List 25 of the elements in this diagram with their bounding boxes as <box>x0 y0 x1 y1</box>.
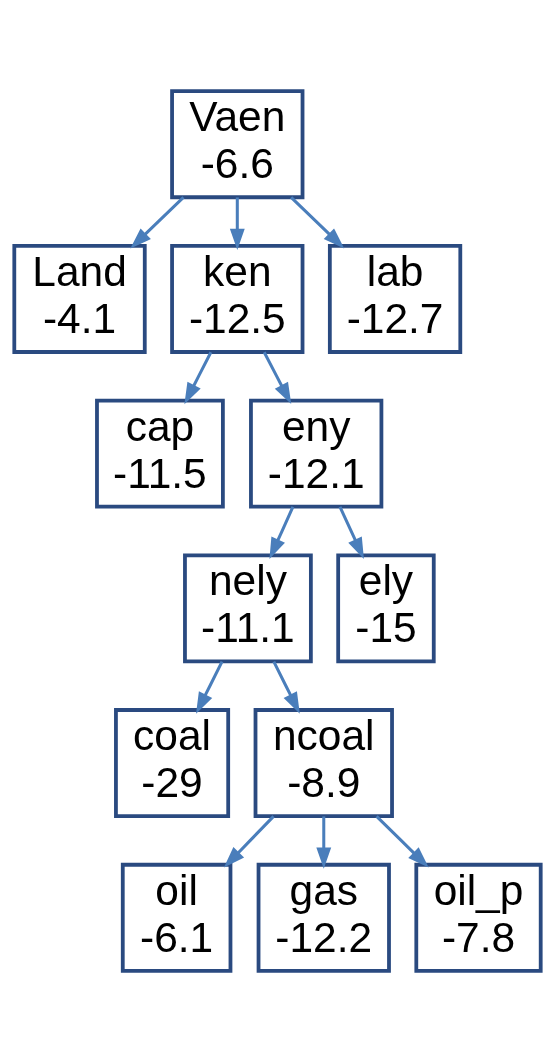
node-box: coal -29 <box>114 708 231 819</box>
arrow <box>375 815 429 868</box>
node-box: nely -11.1 <box>183 553 313 664</box>
arrow <box>262 351 292 405</box>
node-box: Vaen -6.6 <box>170 89 305 200</box>
arrow <box>290 196 345 249</box>
node-box: lab -12.7 <box>327 243 463 354</box>
node-box: gas -12.2 <box>256 862 391 973</box>
arrow <box>269 506 295 559</box>
node-box: ken -12.5 <box>170 243 305 354</box>
node-box: cap -11.5 <box>95 398 225 509</box>
node-box: ncoal -8.9 <box>253 708 394 819</box>
node-box: Land -4.1 <box>12 243 147 354</box>
arrow <box>272 661 300 714</box>
arrow <box>223 815 275 868</box>
arrow <box>184 351 213 405</box>
arrow <box>130 196 185 249</box>
node-box: eny -12.1 <box>249 398 384 509</box>
arrow <box>196 661 224 714</box>
arrow <box>316 816 332 869</box>
node-box: oil_p -7.8 <box>414 862 543 973</box>
node-box: ely -15 <box>336 553 436 664</box>
node-box: oil -6.1 <box>120 862 233 973</box>
arrow <box>338 506 364 559</box>
arrow <box>229 197 245 250</box>
